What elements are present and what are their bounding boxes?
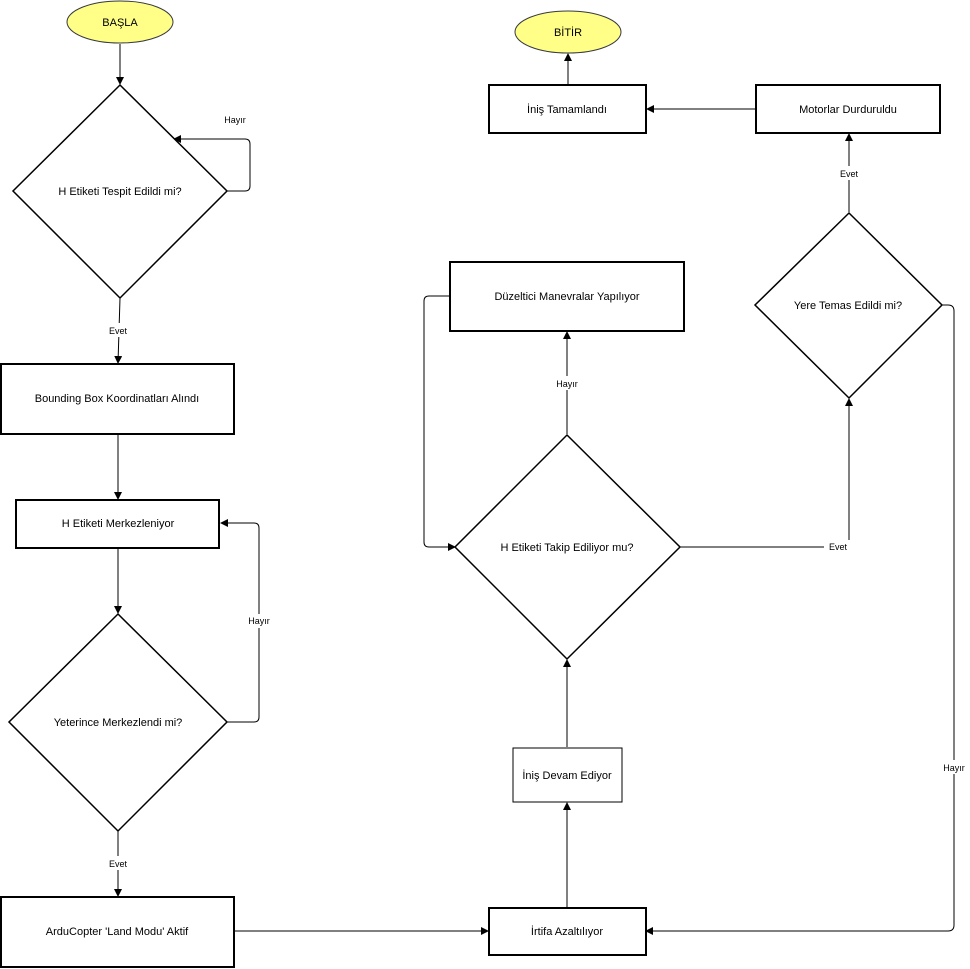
decision-tracking-label: H Etiketi Takip Ediliyor mu? <box>500 542 633 554</box>
decision-tracking[interactable]: H Etiketi Takip Ediliyor mu? <box>453 433 682 661</box>
edge-detect-no-loop <box>173 135 251 192</box>
end-node[interactable]: BİTİR <box>514 10 622 54</box>
process-bounding-box-label: Bounding Box Koordinatları Alındı <box>35 393 200 405</box>
end-label: BİTİR <box>554 26 582 39</box>
label-tracking-yes: Evet <box>829 542 848 552</box>
label-centered-no: Hayır <box>248 616 270 626</box>
decision-h-detected[interactable]: H Etiketi Tespit Edildi mi? <box>11 83 229 300</box>
process-land-mode-label: ArduCopter 'Land Modu' Aktif <box>46 926 189 938</box>
process-motors-stopped[interactable]: Motorlar Durduruldu <box>755 84 941 134</box>
process-corrective-label: Düzeltici Manevralar Yapılıyor <box>494 291 639 303</box>
process-bounding-box[interactable]: Bounding Box Koordinatları Alındı <box>0 363 235 435</box>
process-landing-continues[interactable]: İniş Devam Ediyor <box>512 747 623 803</box>
edge-labels: Hayır Evet Hayır Evet Hayır Evet Hayır E… <box>103 115 970 870</box>
decision-ground-contact[interactable]: Yere Temas Edildi mi? <box>753 211 944 400</box>
process-landing-continues-label: İniş Devam Ediyor <box>522 769 612 782</box>
nodes: BAŞLA H Etiketi Tespit Edildi mi? Boundi… <box>0 0 944 968</box>
decision-centered-enough-label: Yeterince Merkezlendi mi? <box>54 717 183 729</box>
edge-contact-no <box>645 304 955 935</box>
process-centering[interactable]: H Etiketi Merkezleniyor <box>15 499 220 549</box>
label-centered-yes: Evet <box>109 859 128 869</box>
process-altitude[interactable]: İrtifa Azaltılıyor <box>488 907 647 956</box>
process-corrective[interactable]: Düzeltici Manevralar Yapılıyor <box>449 261 685 332</box>
edge-corrective-return <box>423 295 456 551</box>
decision-ground-contact-label: Yere Temas Edildi mi? <box>794 300 902 312</box>
process-landing-complete[interactable]: İniş Tamamlandı <box>488 84 647 134</box>
start-label: BAŞLA <box>102 17 138 29</box>
label-contact-yes: Evet <box>840 169 859 179</box>
label-detected-yes: Evet <box>109 326 128 336</box>
label-detected-no: Hayır <box>224 115 246 125</box>
decision-h-detected-label: H Etiketi Tespit Edildi mi? <box>58 186 181 198</box>
process-motors-stopped-label: Motorlar Durduruldu <box>799 104 897 116</box>
decision-centered-enough[interactable]: Yeterince Merkezlendi mi? <box>7 612 229 833</box>
process-land-mode[interactable]: ArduCopter 'Land Modu' Aktif <box>0 896 235 968</box>
process-landing-complete-label: İniş Tamamlandı <box>527 103 607 116</box>
start-node[interactable]: BAŞLA <box>66 0 174 44</box>
edge-tracking-yes <box>680 398 853 548</box>
label-contact-no: Hayır <box>943 763 965 773</box>
label-tracking-no: Hayır <box>556 379 578 389</box>
process-altitude-label: İrtifa Azaltılıyor <box>531 925 603 938</box>
process-centering-label: H Etiketi Merkezleniyor <box>62 518 175 530</box>
